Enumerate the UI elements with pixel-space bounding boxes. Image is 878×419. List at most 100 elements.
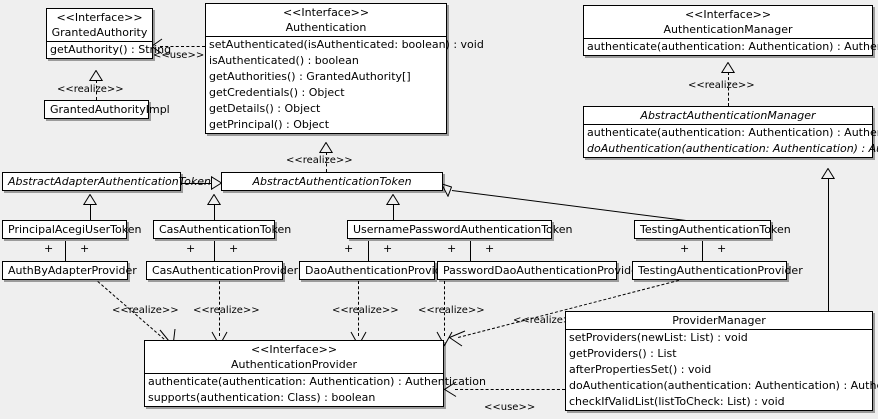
class-dao-authentication-provider[interactable]: DaoAuthenticationProvider (299, 261, 453, 280)
multiplicity-testing-right: + (717, 242, 727, 255)
class-name-abstract-adapter-authentication-token: AbstractAdapterAuthenticationToken (8, 175, 211, 188)
member-row: getProviders() : List (569, 347, 677, 360)
class-name-cas-authentication-token: CasAuthenticationToken (159, 223, 292, 236)
class-name-testing-authentication-provider: TestingAuthenticationProvider (638, 264, 803, 277)
class-provider-manager[interactable]: ProviderManager setProviders(newList: Li… (565, 311, 878, 411)
stereotype-authentication: <<Interface>> (282, 6, 370, 19)
association-line-principal-auth-adapter (65, 241, 66, 261)
member-row: doAuthentication(authentication: Authent… (569, 379, 878, 392)
divider-authentication (206, 36, 446, 37)
members-abstract-authentication-manager: authenticate(authentication: Authenticat… (584, 125, 878, 157)
member-row: getAuthority() : String (50, 43, 172, 56)
class-auth-by-adapter-provider[interactable]: AuthByAdapterProvider (2, 261, 137, 280)
member-row: getAuthorities() : GrantedAuthority[] (209, 70, 411, 83)
generalization-arrowhead-principal-token (83, 194, 97, 205)
class-header-cas-authentication-token: CasAuthenticationToken (154, 221, 292, 238)
class-header-testing-authentication-provider: TestingAuthenticationProvider (633, 262, 803, 279)
member-row: doAuthentication(authentication: Authent… (587, 142, 878, 155)
class-abstract-adapter-authentication-token[interactable]: AbstractAdapterAuthenticationToken (2, 172, 211, 191)
divider-authentication-manager (584, 38, 872, 39)
class-header-provider-manager: ProviderManager (566, 312, 872, 329)
class-header-abstract-authentication-manager: AbstractAuthenticationManager (584, 107, 872, 124)
generalization-line-testing-token (451, 190, 687, 221)
divider-granted-authority (47, 41, 152, 42)
generalization-line-adapter-token (181, 183, 213, 184)
association-line-username-passworddao (470, 241, 471, 261)
realize-line-provider-3 (358, 281, 359, 336)
class-authentication-manager[interactable]: <<Interface>> AuthenticationManager auth… (583, 5, 878, 56)
stereotype-granted-authority: <<Interface>> (56, 11, 143, 24)
use-arrowhead-provider-manager (443, 381, 457, 398)
member-row: getPrincipal() : Object (209, 118, 330, 131)
edge-label-realize-provider-2: <<realize>> (193, 305, 260, 316)
multiplicity-testing-left: + (680, 242, 690, 255)
class-username-password-authentication-token[interactable]: UsernamePasswordAuthenticationToken (347, 220, 573, 239)
edge-label-realize-provider-1: <<realize>> (112, 305, 179, 316)
class-name-password-dao-authentication-provider: PasswordDaoAuthenticationProvider (443, 264, 643, 277)
generalization-line-username-token (393, 205, 394, 220)
generalization-arrowhead-testing-token (441, 183, 452, 197)
class-header-authentication-provider: <<Interface>> AuthenticationProvider (145, 341, 443, 373)
class-name-granted-authority-impl: GrantedAuthorityImpl (50, 103, 170, 116)
realize-arrowhead-authentication (319, 142, 333, 153)
generalization-line-principal-token (90, 205, 91, 220)
class-testing-authentication-provider[interactable]: TestingAuthenticationProvider (632, 261, 803, 280)
class-name-authentication: Authentication (285, 21, 367, 34)
realize-line-provider-2 (219, 281, 220, 336)
member-row: getDetails() : Object (209, 102, 321, 115)
edge-label-realize-provider-3: <<realize>> (332, 305, 399, 316)
class-principal-acegi-user-token[interactable]: PrincipalAcegiUserToken (2, 220, 142, 239)
class-header-cas-authentication-provider: CasAuthenticationProvider (147, 262, 298, 279)
multiplicity-principal-right: + (80, 242, 90, 255)
class-password-dao-authentication-provider[interactable]: PasswordDaoAuthenticationProvider (437, 261, 643, 280)
class-authentication[interactable]: <<Interface>> Authentication setAuthenti… (205, 3, 484, 134)
members-authentication-provider: authenticate(authentication: Authenticat… (145, 374, 486, 406)
generalization-arrowhead-provider-manager (821, 168, 835, 179)
edge-label-realize-granted-authority: <<realize>> (57, 84, 124, 95)
class-name-username-password-authentication-token: UsernamePasswordAuthenticationToken (353, 223, 573, 236)
class-name-provider-manager: ProviderManager (672, 314, 766, 327)
realize-arrowhead-provider-4 (435, 331, 455, 347)
class-granted-authority[interactable]: <<Interface>> GrantedAuthority getAuthor… (46, 8, 172, 59)
realize-arrowhead-provider-5 (448, 330, 468, 350)
class-name-authentication-provider: AuthenticationProvider (230, 358, 358, 371)
realize-line-authentication-manager (728, 72, 729, 106)
edge-label-realize-provider-5: <<realize>> (513, 315, 580, 326)
member-row: checkIfValidList(listToCheck: List) : vo… (569, 395, 785, 408)
class-header-username-password-authentication-token: UsernamePasswordAuthenticationToken (348, 221, 573, 238)
class-header-authentication: <<Interface>> Authentication (206, 4, 446, 36)
multiplicity-cas-left: + (186, 242, 196, 255)
member-row: getCredentials() : Object (209, 86, 345, 99)
class-header-authentication-manager: <<Interface>> AuthenticationManager (584, 6, 872, 38)
class-cas-authentication-provider[interactable]: CasAuthenticationProvider (146, 261, 298, 280)
class-name-principal-acegi-user-token: PrincipalAcegiUserToken (8, 223, 142, 236)
class-testing-authentication-token[interactable]: TestingAuthenticationToken (634, 220, 791, 239)
realize-arrowhead-granted-authority (89, 70, 103, 81)
class-authentication-provider[interactable]: <<Interface>> AuthenticationProvider aut… (144, 340, 486, 407)
class-abstract-authentication-token[interactable]: AbstractAuthenticationToken (221, 172, 443, 191)
class-granted-authority-impl[interactable]: GrantedAuthorityImpl (44, 100, 170, 119)
generalization-arrowhead-adapter-token (211, 176, 222, 190)
multiplicity-username-right: + (383, 242, 393, 255)
class-abstract-authentication-manager[interactable]: AbstractAuthenticationManager authentica… (583, 106, 878, 158)
divider-provider-manager (566, 329, 872, 330)
multiplicity-username-left: + (344, 242, 354, 255)
edge-label-realize-provider-4: <<realize>> (418, 305, 485, 316)
class-cas-authentication-token[interactable]: CasAuthenticationToken (153, 220, 292, 239)
multiplicity-cas-right: + (229, 242, 239, 255)
class-name-dao-authentication-provider: DaoAuthenticationProvider (305, 264, 453, 277)
association-line-testing (702, 241, 703, 261)
class-name-authentication-manager: AuthenticationManager (663, 23, 793, 36)
member-row: authenticate(authentication: Authenticat… (587, 126, 878, 139)
class-name-granted-authority: GrantedAuthority (51, 26, 148, 39)
multiplicity-principal-left: + (44, 242, 54, 255)
generalization-arrowhead-username-token (386, 194, 400, 205)
member-row: authenticate(authentication: Authenticat… (148, 375, 486, 388)
stereotype-authentication-manager: <<Interface>> (684, 8, 772, 21)
class-header-dao-authentication-provider: DaoAuthenticationProvider (300, 262, 453, 279)
class-header-password-dao-authentication-provider: PasswordDaoAuthenticationProvider (438, 262, 643, 279)
members-authentication: setAuthenticated(isAuthenticated: boolea… (206, 37, 484, 133)
edge-label-realize-authentication: <<realize>> (286, 155, 353, 166)
realize-arrowhead-authentication-manager (721, 62, 735, 73)
